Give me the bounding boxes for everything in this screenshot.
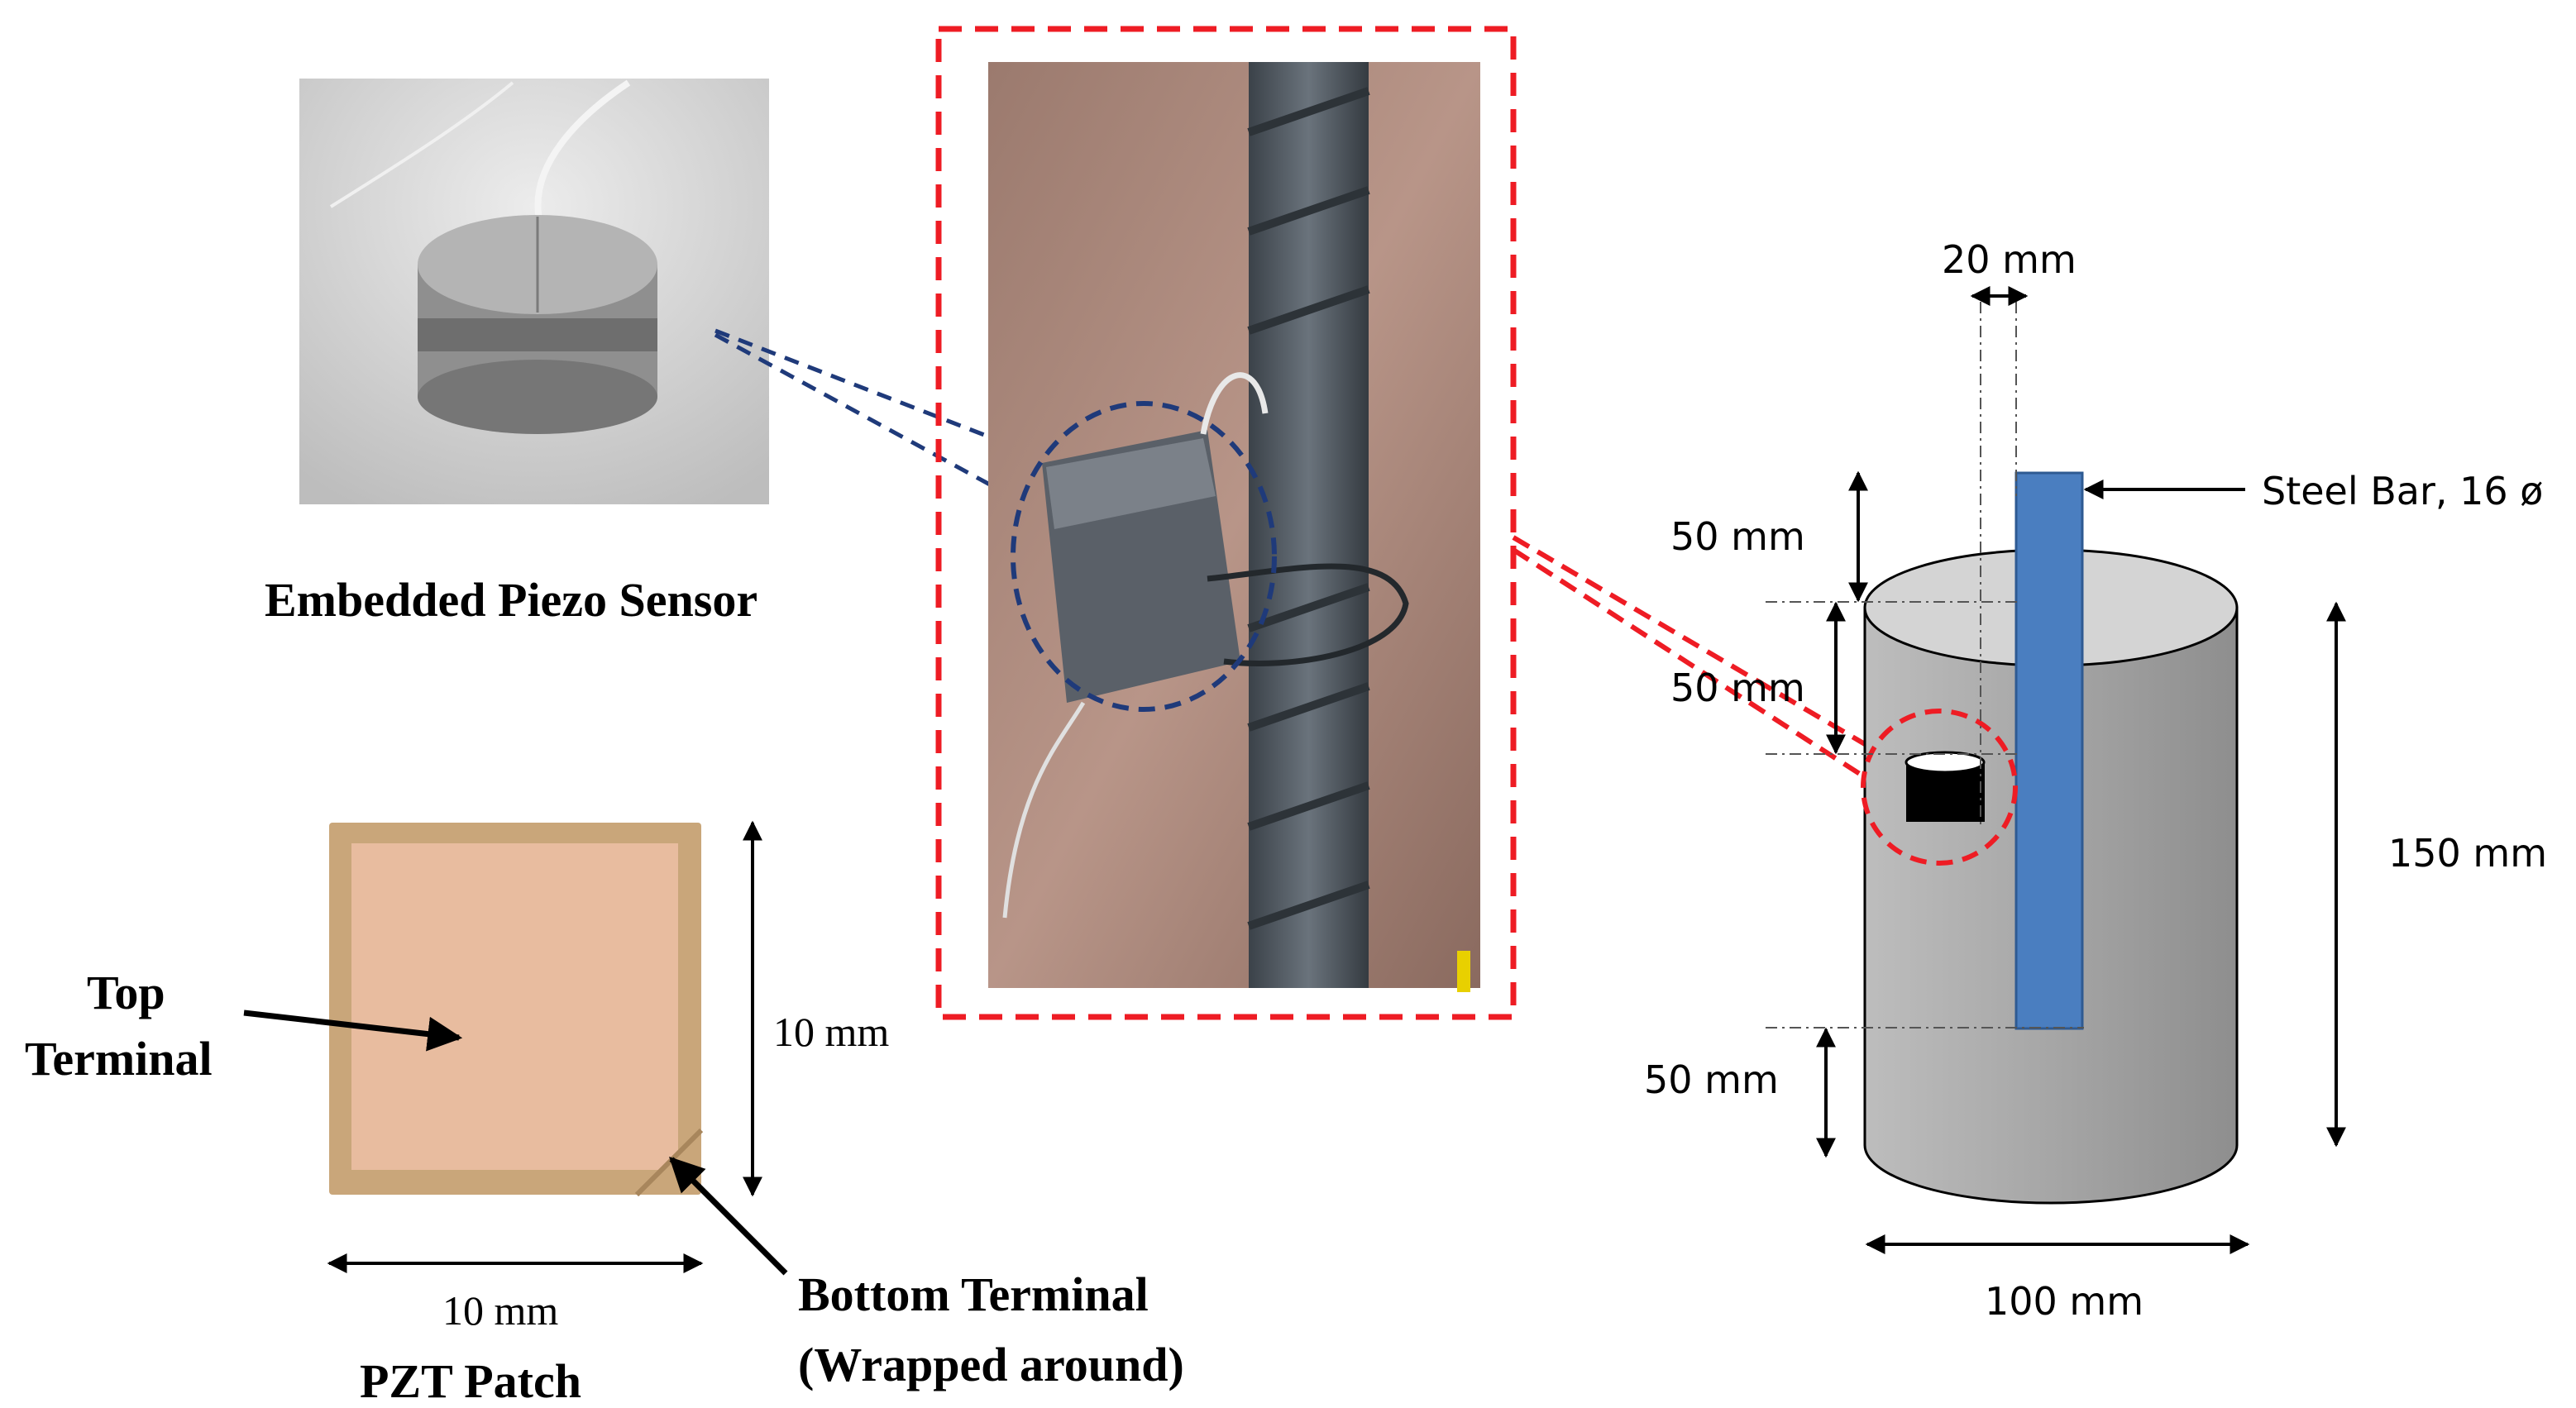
cylinder-sensor (1905, 751, 1986, 822)
blue-connector-line (714, 328, 1047, 461)
pzt-patch-caption: PZT Patch (360, 1354, 581, 1408)
pzt-width-label: 10 mm (442, 1287, 558, 1334)
steel-bar (2014, 471, 2084, 1030)
sensor-photo (299, 79, 769, 504)
steel-bar-label: Steel Bar, 16 ø (2262, 469, 2543, 513)
top-terminal-arrow (243, 1009, 463, 1052)
red-dashed-frame (935, 26, 1517, 1020)
bar-width-label: 20 mm (1942, 237, 2077, 282)
red-dashed-circle (1861, 709, 2018, 866)
rebar-photo (988, 62, 1480, 992)
bottom-terminal-label-line1: Bottom Terminal (798, 1267, 1149, 1321)
red-connector-line (1512, 547, 1866, 780)
pzt-patch (329, 823, 704, 1197)
sensor-depth-label: 50 mm (1670, 666, 1805, 710)
blue-connector-line (714, 332, 1035, 511)
bottom-offset-label: 50 mm (1644, 1057, 1779, 1102)
height-label: 150 mm (2388, 831, 2547, 876)
top-offset-label: 50 mm (1670, 514, 1805, 559)
top-terminal-label-line1: Top (87, 966, 165, 1019)
top-terminal-label-line2: Terminal (25, 1032, 213, 1086)
blue-dashed-circle (1011, 401, 1277, 712)
pzt-height-label: 10 mm (773, 1009, 889, 1055)
bottom-terminal-arrow (669, 1157, 788, 1276)
bottom-terminal-label-line2: (Wrapped around) (798, 1338, 1184, 1391)
red-connector-line (1512, 535, 1866, 747)
diameter-label: 100 mm (1985, 1279, 2143, 1324)
embedded-sensor-caption: Embedded Piezo Sensor (265, 573, 758, 627)
